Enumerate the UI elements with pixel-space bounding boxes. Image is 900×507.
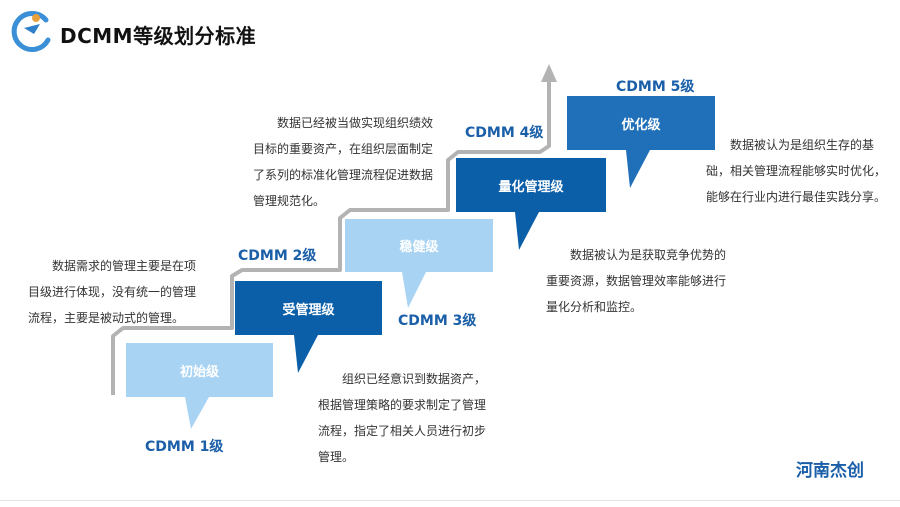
level-5-desc: 数据被认为是组织生存的基础，相关管理流程能够实时优化，能够在行业内进行最佳实践分… xyxy=(706,138,887,204)
bottom-divider xyxy=(0,500,900,501)
company-logo xyxy=(11,11,51,52)
level-5-code: CDMM 5级 xyxy=(616,79,695,95)
level-3-box: 稳健级 xyxy=(345,219,493,272)
level-3-desc: 数据已经被当做实现组织绩效目标的重要资产，在组织层面制定了系列的标准化管理流程促… xyxy=(253,116,434,208)
level-3-tail xyxy=(402,272,426,308)
level-2-name: 受管理级 xyxy=(282,302,335,318)
level-3-code: CDMM 3级 xyxy=(398,313,477,329)
level-2-code: CDMM 2级 xyxy=(238,248,317,264)
page-title: DCMM等级划分标准 xyxy=(60,24,257,48)
level-5-name: 优化级 xyxy=(621,117,661,133)
level-4-tail xyxy=(515,212,539,250)
level-3-name: 稳健级 xyxy=(399,240,439,255)
level-2-desc: 组织已经意识到数据资产，根据管理策略的要求制定了管理流程，指定了相关人员进行初步… xyxy=(318,372,487,464)
level-1-desc: 数据需求的管理主要是在项目级进行体现，没有统一的管理流程，主要是被动式的管理。 xyxy=(28,259,197,325)
level-4-name: 量化管理级 xyxy=(498,179,564,195)
level-2-box: 受管理级 xyxy=(235,281,382,335)
level-1-code: CDMM 1级 xyxy=(145,439,224,455)
level-4-box: 量化管理级 xyxy=(456,158,606,212)
level-1-box: 初始级 xyxy=(126,343,273,397)
level-1-tail xyxy=(185,397,209,429)
level-4-desc: 数据被认为是获取竞争优势的重要资源，数据管理效率能够进行量化分析和监控。 xyxy=(546,248,727,314)
level-5-tail xyxy=(626,150,650,188)
brand-label: 河南杰创 xyxy=(796,461,864,481)
level-2-tail xyxy=(294,335,318,373)
level-5-box: 优化级 xyxy=(567,96,715,150)
level-1-name: 初始级 xyxy=(179,364,219,380)
level-4-code: CDMM 4级 xyxy=(465,125,544,141)
